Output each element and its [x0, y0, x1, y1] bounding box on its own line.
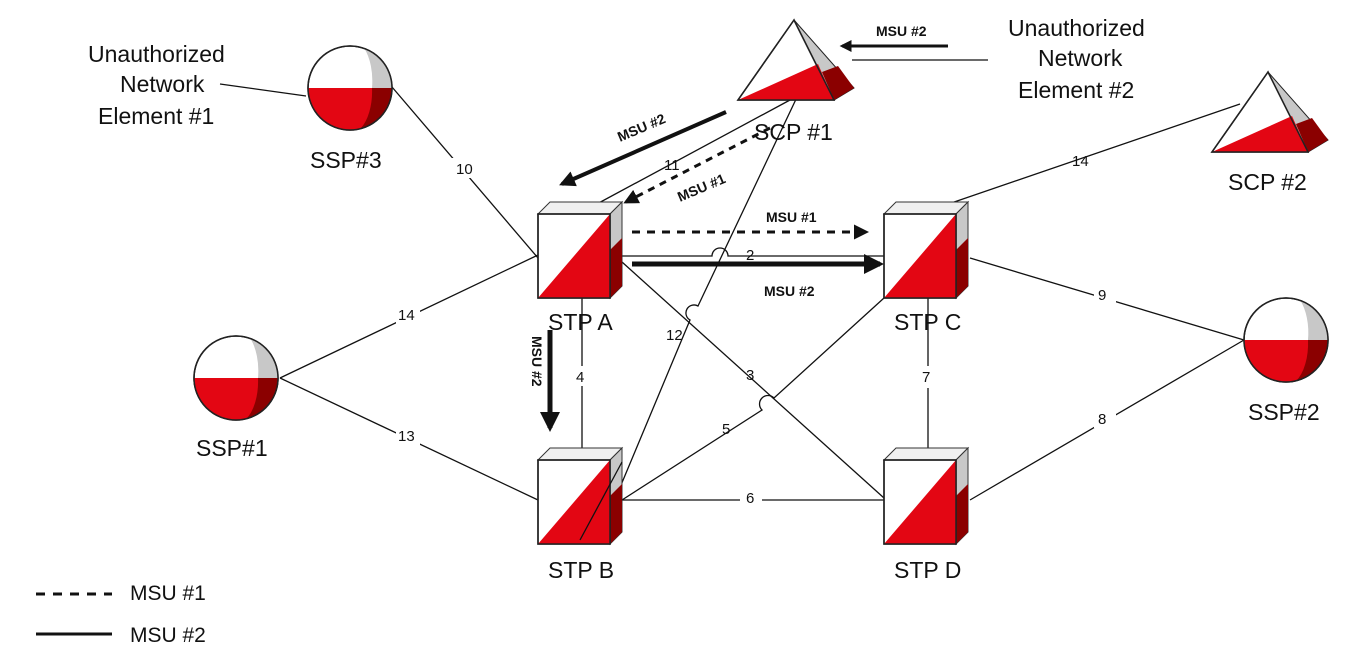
ssp3-node: SSP#3 [308, 46, 392, 173]
link-2 [622, 247, 884, 257]
link-label-7: 7 [922, 369, 930, 386]
ssp2-node: SSP#2 [1244, 298, 1328, 425]
unauth-2-line3: Element #2 [1018, 77, 1134, 103]
link-label-14-right: 14 [1072, 153, 1089, 170]
link-12-over-stpb [579, 461, 623, 541]
stp-c-label: STP C [894, 309, 961, 335]
ssp-sphere-icon [308, 46, 392, 130]
link-label-2: 2 [746, 247, 754, 264]
msu-label-top-right: MSU #2 [876, 23, 927, 39]
msu-arrows [540, 40, 948, 432]
stp-cube-icon [537, 447, 623, 545]
link-label-8: 8 [1098, 411, 1106, 428]
unauth-1-line [219, 83, 307, 97]
scp-pyramid-icon [737, 19, 855, 101]
msu-label-a-to-c-solid: MSU #2 [764, 283, 815, 299]
link-label-6: 6 [746, 490, 754, 507]
legend-solid-label: MSU #2 [130, 624, 206, 647]
ssp1-node: SSP#1 [194, 336, 278, 461]
ssp3-label: SSP#3 [310, 147, 382, 173]
unauthorized-element-2: Unauthorized Network Element #2 [1008, 15, 1145, 103]
unauth-2-line2: Network [1038, 45, 1123, 71]
ssp-sphere-icon [194, 336, 278, 420]
link-14-right [924, 103, 1241, 213]
link-label-3: 3 [746, 367, 754, 384]
ssp-sphere-icon [1244, 298, 1328, 382]
stp-c-node: STP C [883, 201, 969, 335]
legend-dashed-label: MSU #1 [130, 582, 206, 605]
unauth-2-line1: Unauthorized [1008, 15, 1145, 41]
link-label-12: 12 [666, 327, 683, 344]
link-3 [621, 261, 885, 499]
stp-cube-icon [537, 201, 623, 299]
link-label-4: 4 [576, 369, 584, 386]
unauth-1-line1: Unauthorized [88, 41, 225, 67]
scp2-node: SCP #2 [1211, 71, 1329, 195]
link-label-10: 10 [456, 161, 473, 178]
scp1-node: SCP #1 [737, 19, 855, 145]
msu1-arrow-scp-to-a [623, 126, 771, 204]
ssp1-label: SSP#1 [196, 435, 268, 461]
scp-pyramid-icon [1211, 71, 1329, 153]
msu-label-a-to-c-dashed: MSU #1 [766, 209, 817, 225]
stp-a-label: STP A [548, 309, 613, 335]
link-label-9: 9 [1098, 287, 1106, 304]
legend: MSU #1 MSU #2 [36, 582, 206, 647]
link-label-14-left: 14 [398, 307, 415, 324]
msu-label-a-to-b: MSU #2 [529, 336, 545, 387]
stp-b-label: STP B [548, 557, 614, 583]
scp1-label: SCP #1 [754, 119, 833, 145]
link-label-5: 5 [722, 421, 730, 438]
stp-a-node: STP A [537, 201, 623, 335]
unauth-1-line2: Network [120, 71, 205, 97]
ssp2-label: SSP#2 [1248, 399, 1320, 425]
msu-label-scp-to-a-dashed: MSU #1 [675, 170, 728, 205]
stp-d-label: STP D [894, 557, 961, 583]
unauth-1-line3: Element #1 [98, 103, 214, 129]
stp-cube-icon [883, 201, 969, 299]
stp-cube-icon [883, 447, 969, 545]
link-12 [597, 94, 799, 541]
link-label-11: 11 [664, 157, 680, 174]
scp2-label: SCP #2 [1228, 169, 1307, 195]
link-label-13: 13 [398, 428, 415, 445]
msu2-arrow-scp-to-a [559, 110, 727, 187]
unauthorized-element-1: Unauthorized Network Element #1 [88, 41, 225, 129]
link-11 [581, 99, 791, 213]
links [219, 59, 1245, 541]
link-labels: 10 14 13 11 2 4 12 3 5 6 7 9 8 14 [396, 153, 1116, 510]
link-5 [621, 297, 885, 501]
stp-d-node: STP D [883, 447, 969, 583]
stp-b-node: STP B [537, 447, 623, 583]
